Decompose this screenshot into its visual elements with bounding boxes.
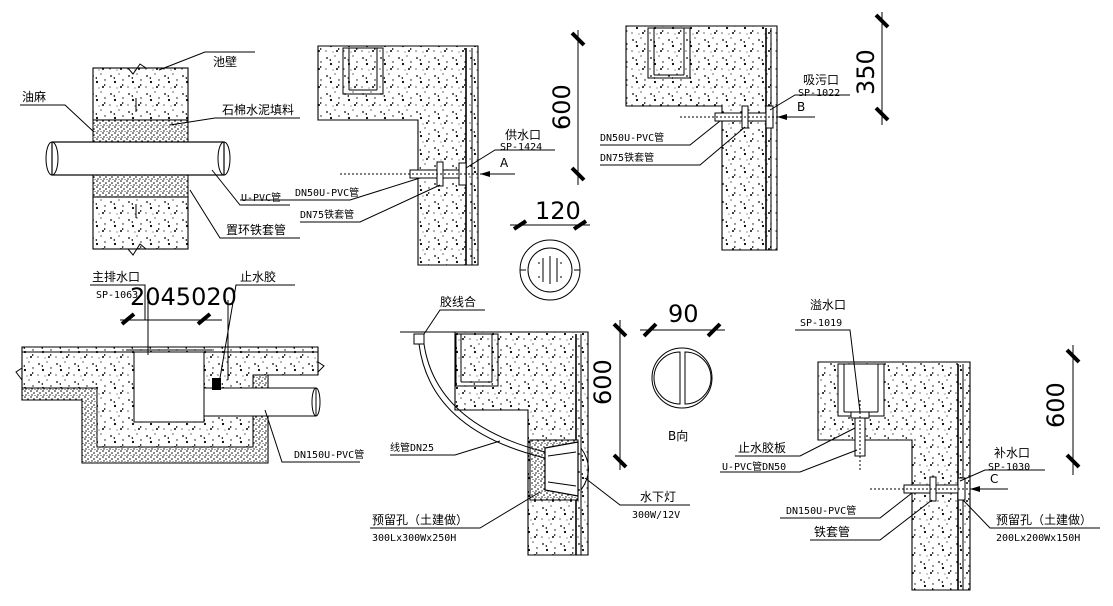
label-reserved-hole: 预留孔（土建做）: [372, 512, 468, 527]
label-dn150-upvc: DN150U-PVC管: [294, 448, 364, 461]
dim-600-makeup: 600: [1042, 382, 1070, 428]
detail-suction-outlet: B 吸污口 SP-1022 DN50U-PVC管 DN75铁套管 350: [600, 12, 890, 251]
dim-2045020: 2045020: [130, 283, 237, 311]
label-dn150-upvc-c: DN150U-PVC管: [786, 504, 856, 517]
label-dn75-sleeve-b: DN75铁套管: [600, 151, 654, 164]
asbestos-cement-band: [92, 119, 189, 143]
label-water-stop-glue: 止水胶: [240, 269, 276, 284]
overflow-gutter: [837, 363, 885, 417]
label-suction-outlet: 吸污口: [803, 73, 839, 87]
label-main-drain-code: SP-1063: [96, 290, 138, 301]
detail-b-view: 90 B向: [640, 300, 725, 443]
label-dn50-upvc-b: DN50U-PVC管: [600, 131, 664, 144]
dim-600-supply: 600: [548, 84, 576, 130]
wall-upper-block: [92, 67, 189, 121]
label-conduit-dn25: 线管DN25: [390, 441, 434, 454]
label-asbestos-cement: 石棉水泥填料: [222, 103, 294, 117]
wall-section-supply: [317, 45, 479, 266]
detail-supply-inlet: A 供水口 SP-1424 DN50U-PVC管 DN75铁套管 600: [240, 30, 586, 266]
label-arrow-a: A: [500, 156, 509, 170]
junction-box: [413, 333, 425, 345]
label-reserved-hole-c: 预留孔（土建做）: [996, 512, 1092, 527]
label-view-b: B向: [668, 428, 688, 443]
water-stop-glue: [212, 378, 221, 390]
label-iron-sleeve: 铁套管: [814, 524, 850, 539]
drain-sump: [133, 351, 205, 423]
label-dn50-upvc: DN50U-PVC管: [295, 186, 359, 199]
label-underwater-light: 水下灯: [640, 490, 676, 504]
label-overflow-outlet: 溢水口: [810, 298, 846, 312]
detail-pipe-through-wall: 池壁 油麻 石棉水泥填料 U-PVC管 置环铁套管: [20, 51, 300, 256]
drain-pipe-dn150: [203, 387, 317, 417]
b-view-circle: [651, 347, 713, 409]
label-suction-code: SP-1022: [798, 88, 840, 99]
label-dn75-sleeve: DN75铁套管: [300, 208, 354, 221]
upvc-pipe: [51, 141, 225, 176]
label-arrow-b: B: [797, 100, 805, 114]
dim-120: 120: [535, 197, 581, 225]
label-ring-sleeve: 置环铁套管: [226, 222, 286, 237]
conduit-dn25: [418, 343, 546, 459]
detail-underwater-light: 胶线合 线管DN25 预留孔（土建做） 300Lx300Wx250H 水下灯 3…: [370, 294, 690, 556]
detail-inlet-face: 120: [510, 197, 590, 301]
label-makeup-code: SP-1030: [988, 462, 1030, 473]
label-pool-wall: 池壁: [213, 54, 237, 69]
underwater-light-body: [544, 441, 579, 497]
wall-lower-block: [92, 196, 189, 250]
label-light-spec: 300W/12V: [632, 510, 680, 521]
dim-90: 90: [668, 300, 699, 328]
label-reserved-hole-size: 300Lx300Wx250H: [372, 533, 456, 544]
label-overflow-code: SP-1019: [800, 318, 842, 329]
label-supply-inlet: 供水口: [505, 128, 541, 142]
wall-section-suction: [625, 25, 778, 251]
label-arrow-c: C: [990, 472, 998, 486]
label-junction-box: 胶线合: [440, 294, 476, 309]
label-water-stop-plate: 止水胶板: [738, 440, 786, 455]
detail-overflow-makeup: C 溢水口 SP-1019 止水胶板 U-PVC管DN50 补水口 SP-103…: [720, 298, 1100, 591]
label-makeup-inlet: 补水口: [994, 446, 1030, 460]
label-upvc-dn50: U-PVC管DN50: [722, 460, 786, 473]
label-reserved-hole-c-size: 200Lx200Wx150H: [996, 533, 1080, 544]
dim-350: 350: [852, 49, 880, 95]
label-upvc-pipe: U-PVC管: [241, 191, 281, 204]
label-supply-code: SP-1424: [500, 142, 542, 153]
detail-main-drain: 2045020 主排水口 SP-1063 止水胶 DN150U-PVC管: [15, 269, 364, 464]
dim-600-light: 600: [589, 359, 617, 405]
asbestos-cement-band-lower: [92, 174, 189, 198]
label-oakum: 油麻: [22, 89, 46, 104]
label-main-drain: 主排水口: [92, 270, 140, 284]
